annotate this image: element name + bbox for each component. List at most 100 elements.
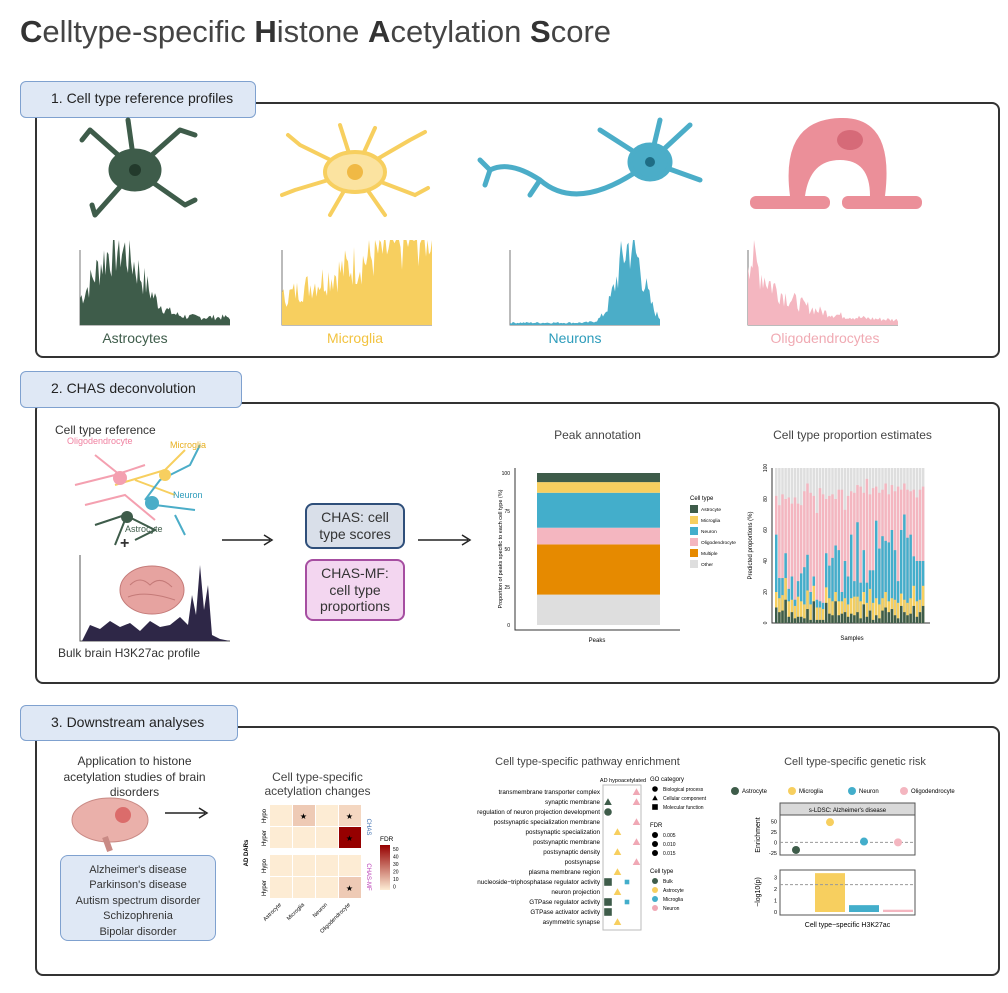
sample-bar-segment: [871, 570, 875, 623]
sample-bar-segment: [912, 605, 915, 623]
sample-bar-segment: [793, 618, 797, 623]
astrocyte-illustration: [79, 117, 198, 218]
legend-swatch: [690, 527, 698, 535]
point-triangle: [652, 795, 658, 801]
sample-bar-segment: [856, 522, 859, 623]
sample-bar-segment: [868, 610, 872, 623]
acetylation-profile-3: [748, 240, 898, 325]
legend-dot: [652, 878, 658, 884]
sample-bar-segment: [787, 497, 790, 623]
legend-tick: 0: [393, 885, 396, 891]
sample-bar-segment: [787, 601, 790, 623]
sample-bar-segment: [909, 613, 912, 623]
sample-bar-segment: [884, 607, 887, 623]
network-label-microglia: Microglia: [170, 440, 206, 450]
sample-bar-segment: [875, 520, 878, 623]
sample-bar-segment: [921, 486, 925, 623]
term-label: GTPase activator activity: [530, 909, 600, 916]
legend-title: Cell type: [650, 869, 674, 875]
enrichment-point: [860, 837, 868, 846]
x-tick-label: Microglia: [286, 902, 306, 922]
sample-bar-segment: [828, 495, 831, 623]
legend-tick: 10: [393, 877, 399, 883]
sample-bar-segment: [796, 596, 800, 623]
sample-bar-segment: [900, 530, 903, 623]
bar-segment-microglia: [537, 482, 660, 493]
microglia-illustration: [280, 123, 430, 217]
legend-dot: [652, 887, 658, 893]
sample-bar-segment: [800, 601, 803, 623]
sample-bar-segment: [887, 612, 890, 623]
sample-bar-segment: [875, 615, 878, 623]
sample-bar-segment: [796, 616, 800, 623]
sample-bar-segment: [818, 619, 822, 623]
point-triangle: [613, 868, 622, 876]
heatmap-cell: [293, 827, 315, 848]
sample-bar-segment: [850, 534, 853, 623]
y-axis-label: −log10(p): [755, 877, 762, 907]
pvalue-bar: [849, 905, 879, 912]
sample-bar-segment: [893, 550, 897, 623]
axis: [514, 468, 680, 631]
sample-bar-segment: [812, 495, 815, 623]
disorder-item: Autism spectrum disorder: [75, 894, 201, 907]
sample-bar-segment: [853, 492, 856, 623]
point-square: [604, 878, 612, 886]
heatmap-cell: [316, 877, 338, 898]
genetic-risk-title: Cell type-specific genetic risk: [784, 756, 926, 768]
sample-bar-segment: [918, 599, 922, 623]
network-label-neuron: Neuron: [173, 490, 203, 500]
sample-bar-segment: [834, 545, 837, 623]
legend-label: Molecular function: [663, 805, 704, 811]
sample-bar-segment: [871, 488, 875, 623]
legend-dot: [652, 841, 658, 847]
facet-label: s-LDSC: Alzheimer's disease: [809, 808, 887, 814]
point-triangle: [632, 818, 641, 826]
sample-bar-segment: [846, 495, 850, 623]
sample-bar-segment: [903, 612, 906, 623]
sample-bar-segment: [915, 616, 919, 623]
y-tick-label: 1: [774, 899, 777, 905]
legend-label: Bulk: [663, 879, 673, 885]
sample-bar-segment: [778, 505, 781, 623]
pathway-title: Cell type-specific pathway enrichment: [495, 756, 680, 768]
sample-bar-segment: [837, 615, 840, 623]
term-label: postsynaptic density: [543, 849, 601, 856]
term-label: postsynaptic specialization: [525, 829, 600, 836]
term-label: plasma membrane region: [529, 869, 601, 876]
legend-dot: [652, 832, 658, 838]
network-label-oligodendrocyte: Oligodendrocyte: [67, 436, 133, 446]
arrow-right-icon: [418, 534, 472, 546]
point-square: [604, 908, 612, 916]
plus-sign: +: [120, 535, 130, 552]
sample-bar-segment: [800, 505, 803, 623]
enrichment-point: [792, 845, 800, 854]
sample-bar-segment: [818, 488, 822, 623]
legend-swatch: [690, 549, 698, 557]
pvalue-bar: [883, 909, 913, 912]
sample-bar-segment: [834, 601, 837, 623]
disorder-item: Bipolar disorder: [99, 925, 177, 938]
legend-swatch: [690, 505, 698, 513]
point-triangle: [604, 798, 612, 806]
peak-annotation-title: Peak annotation: [554, 428, 641, 442]
sample-bar-segment: [806, 554, 809, 623]
enrichment-panel: [779, 814, 916, 856]
term-label: synaptic membrane: [545, 799, 600, 806]
point-circle: [652, 786, 658, 792]
point-circle: [604, 808, 612, 816]
term-label: GTPase regulator activity: [529, 899, 601, 906]
legend-title: FDR: [380, 836, 394, 843]
point-triangle: [632, 858, 641, 866]
legend-title: FDR: [650, 823, 663, 829]
y-tick-label: -25: [769, 851, 777, 857]
sample-bar-segment: [912, 489, 915, 623]
sample-bar-segment: [803, 491, 806, 623]
term-label: postsynaptic membrane: [533, 839, 600, 846]
sample-bar-segment: [881, 536, 884, 623]
sample-bar-segment: [812, 601, 815, 623]
label-microglia: Microglia: [326, 330, 383, 346]
sample-bar-segment: [890, 609, 894, 623]
legend-title: Cell type: [690, 496, 714, 502]
sample-bar-segment: [775, 534, 778, 623]
